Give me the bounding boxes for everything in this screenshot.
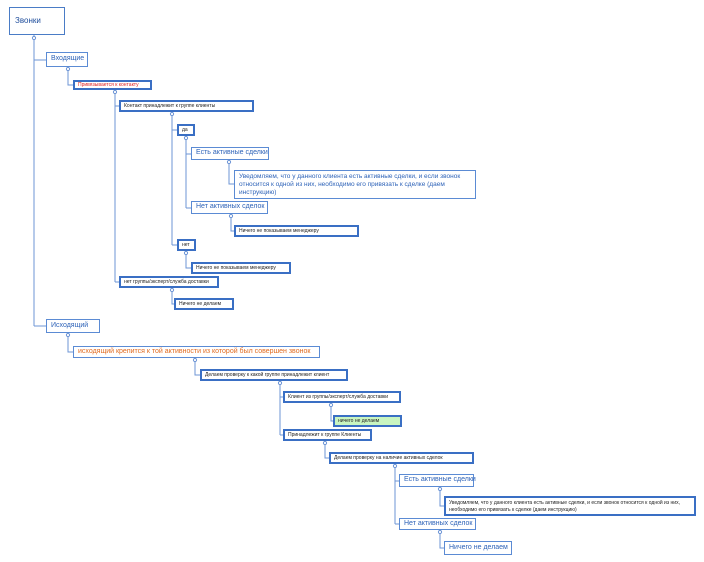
client-other-action-node[interactable]: ничего не делаем [333, 415, 402, 427]
no-show-label: Ничего не показываем менеджеру [196, 265, 276, 271]
incoming-no-active-deals-node[interactable]: Нет активных сделок [191, 201, 268, 214]
belongs-clients-label: Принадлежит к группе Клиенты [288, 432, 362, 438]
outgoing-nothing-node[interactable]: Ничего не делаем [444, 541, 512, 555]
client-other-action-label: ничего не делаем [338, 418, 380, 424]
outgoing-attached-node[interactable]: исходящий крепится к той активности из к… [73, 346, 320, 358]
no-node[interactable]: нет [177, 239, 196, 251]
incoming-active-deals-label: Есть активные сделки [196, 149, 268, 157]
client-other-group-label: Клиент из группы/эксперт/служба доставки [288, 394, 389, 400]
outgoing-active-deals-label: Есть активные сделки [404, 476, 476, 484]
outgoing-no-active-deals-node[interactable]: Нет активных сделок [399, 518, 476, 530]
other-group-label: нет группы/эксперт/служба доставки [124, 279, 209, 285]
incoming-notice-label: Уведомляем, что у данного клиента есть а… [239, 173, 461, 197]
outgoing-node[interactable]: Исходящий [46, 319, 100, 333]
check-group-node[interactable]: Делаем проверку к какой группе принадлеж… [200, 369, 348, 381]
outgoing-notice-node[interactable]: Уведомляем, что у данного клиента есть а… [444, 496, 696, 516]
linked-to-contact-node[interactable]: Привязывается к контакту [73, 80, 152, 90]
incoming-no-active-show-label: Ничего не показываем менеджеру [239, 228, 319, 234]
other-group-action-label: Ничего не делаем [179, 301, 222, 307]
yes-label: да [182, 127, 188, 133]
yes-node[interactable]: да [177, 124, 195, 136]
no-label: нет [182, 242, 190, 248]
other-group-node[interactable]: нет группы/эксперт/служба доставки [119, 276, 219, 288]
incoming-active-deals-node[interactable]: Есть активные сделки [191, 147, 269, 160]
incoming-label: Входящие [51, 55, 85, 63]
check-active-deals-label: Делаем проверку на наличие активных сдел… [334, 455, 443, 461]
group-check-node[interactable]: Контакт принадлежит к группе клиенты [119, 100, 254, 112]
linked-to-contact-label: Привязывается к контакту [78, 82, 139, 88]
root-label: Звонки [15, 16, 41, 26]
outgoing-no-active-deals-label: Нет активных сделок [404, 519, 473, 527]
client-other-group-node[interactable]: Клиент из группы/эксперт/служба доставки [283, 391, 401, 403]
outgoing-active-deals-node[interactable]: Есть активные сделки [399, 474, 476, 487]
other-group-action-node[interactable]: Ничего не делаем [174, 298, 234, 310]
belongs-clients-node[interactable]: Принадлежит к группе Клиенты [283, 429, 372, 441]
root-node[interactable]: Звонки [9, 7, 65, 35]
no-show-node[interactable]: Ничего не показываем менеджеру [191, 262, 291, 274]
group-check-label: Контакт принадлежит к группе клиенты [124, 103, 216, 109]
outgoing-notice-label: Уведомляем, что у данного клиента есть а… [449, 500, 680, 513]
incoming-no-active-deals-label: Нет активных сделок [196, 203, 265, 211]
incoming-node[interactable]: Входящие [46, 52, 88, 67]
incoming-notice-node[interactable]: Уведомляем, что у данного клиента есть а… [234, 170, 476, 199]
outgoing-attached-label: исходящий крепится к той активности из к… [78, 347, 311, 355]
outgoing-label: Исходящий [51, 321, 89, 329]
check-active-deals-node[interactable]: Делаем проверку на наличие активных сдел… [329, 452, 474, 464]
check-group-label: Делаем проверку к какой группе принадлеж… [205, 372, 330, 378]
outgoing-nothing-label: Ничего не делаем [449, 543, 508, 551]
incoming-no-active-show-node[interactable]: Ничего не показываем менеджеру [234, 225, 359, 237]
